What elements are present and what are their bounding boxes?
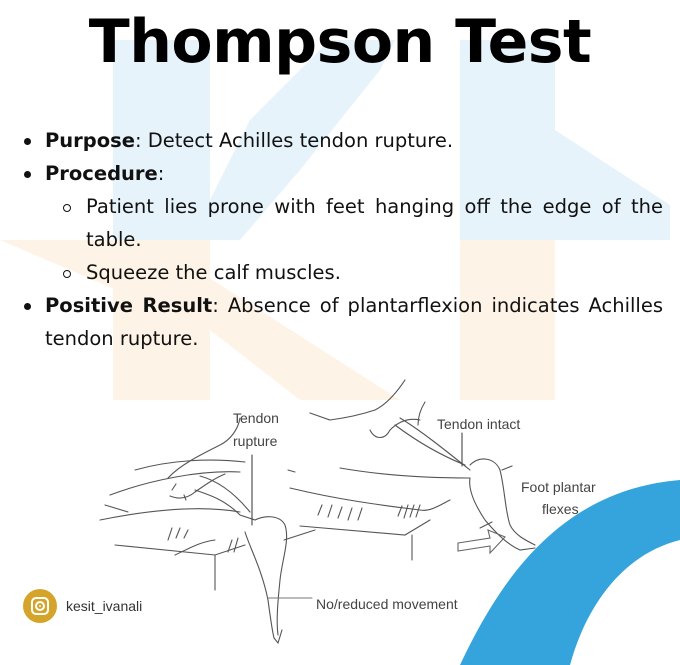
procedure-step: Patient lies prone with feet hanging off… (20, 190, 663, 256)
label-foot-plantar-2: flexes (542, 501, 579, 517)
label-no-reduced-movement: No/reduced movement (316, 596, 458, 612)
content-list: Purpose: Detect Achilles tendon rupture.… (20, 124, 663, 355)
procedure-label: Procedure (45, 162, 158, 185)
purpose-label: Purpose (45, 129, 135, 152)
procedure-step-text: Squeeze the calf muscles. (86, 261, 341, 284)
label-tendon-rupture-2: rupture (233, 433, 278, 449)
procedure-step: Squeeze the calf muscles. (20, 256, 663, 289)
bullet-positive-result: Positive Result: Absence of plantarflexi… (20, 289, 663, 355)
sub-bullet-ring (63, 270, 71, 278)
label-tendon-rupture-1: Tendon (233, 410, 279, 426)
positive-result-label: Positive Result (45, 294, 213, 317)
bullet-dot (24, 303, 31, 310)
instagram-handle: kesit_ivanali (66, 598, 143, 614)
page-title: Thompson Test (88, 7, 592, 77)
procedure-step-text: Patient lies prone with feet hanging off… (86, 195, 663, 251)
sub-bullet-ring (63, 204, 71, 212)
label-tendon-intact: Tendon intact (437, 416, 521, 432)
bullet-dot (24, 138, 31, 145)
procedure-text: : (157, 162, 165, 185)
social-handle[interactable]: kesit_ivanali (23, 589, 142, 623)
label-foot-plantar-1: Foot plantar (521, 479, 596, 495)
bullet-dot (24, 171, 31, 178)
purpose-text: : Detect Achilles tendon rupture. (134, 129, 454, 152)
positive-result-text: : Absence of plantarflexion indicates Ac… (45, 294, 663, 350)
bullet-purpose: Purpose: Detect Achilles tendon rupture. (20, 124, 663, 157)
bullet-procedure: Procedure: (20, 157, 663, 190)
instagram-icon (23, 589, 57, 623)
